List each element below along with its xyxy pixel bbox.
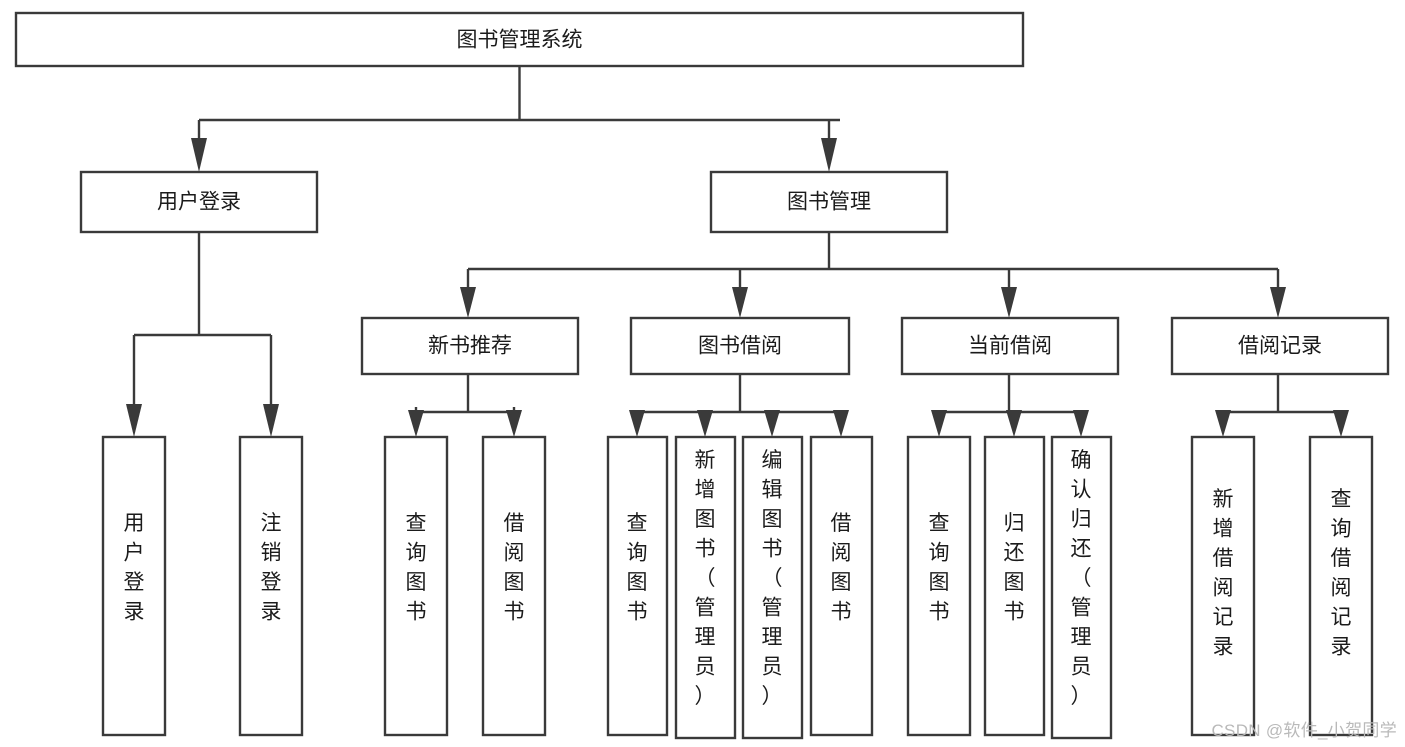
- node-current-borrow-label: 当前借阅: [968, 335, 1052, 358]
- node-new-book-recommend-label: 新书推荐: [428, 335, 512, 358]
- leaf-query-borrow-record[interactable]: 查询借阅记录: [1308, 435, 1374, 737]
- connector-layer: [126, 66, 1349, 437]
- arrow-head-book-mgmt: [821, 138, 837, 172]
- arrow-head-newbook-leaf-2: [506, 410, 522, 437]
- leaf-add-borrow-record[interactable]: 新增借阅记录: [1190, 435, 1256, 737]
- leaf-edit-book-admin-box[interactable]: [741, 435, 804, 740]
- arrow-head-leaf-user-login: [126, 404, 142, 437]
- leaf-borrow-book-newrec-label: 借阅图书: [504, 512, 525, 624]
- arrow-head-borrow-record: [1270, 287, 1286, 318]
- leaf-borrow-book-newrec[interactable]: 借阅图书: [481, 435, 547, 737]
- arrow-head-currentborrow-leaf-1: [931, 410, 947, 437]
- leaf-borrow-book-newrec-box[interactable]: [481, 435, 547, 737]
- leaf-borrow-book-box[interactable]: [809, 435, 874, 737]
- leaf-add-borrow-record-box[interactable]: [1190, 435, 1256, 737]
- arrow-head-book-borrow: [732, 287, 748, 318]
- arrow-head-current-borrow: [1001, 287, 1017, 318]
- leaf-borrow-book[interactable]: 借阅图书: [809, 435, 874, 737]
- leaf-query-book-current[interactable]: 查询图书: [906, 435, 972, 737]
- leaf-user-login-box[interactable]: [101, 435, 167, 737]
- node-borrow-record-box[interactable]: [1170, 316, 1390, 376]
- leaf-return-book-box[interactable]: [983, 435, 1046, 737]
- node-book-management-label: 图书管理: [787, 191, 871, 214]
- node-book-management-box[interactable]: [709, 170, 949, 234]
- leaf-return-book[interactable]: 归还图书: [983, 435, 1046, 737]
- node-current-borrow-box[interactable]: [900, 316, 1120, 376]
- arrow-head-currentborrow-leaf-2: [1006, 410, 1022, 437]
- arrow-head-bookborrow-leaf-2: [697, 410, 713, 437]
- node-new-book-recommend[interactable]: 新书推荐: [360, 316, 580, 376]
- leaf-query-borrow-record-label: 查询借阅记录: [1331, 488, 1352, 659]
- node-book-borrow-box[interactable]: [629, 316, 851, 376]
- arrow-head-bookborrow-leaf-3: [764, 410, 780, 437]
- arrow-head-user-login: [191, 138, 207, 172]
- node-borrow-record-label: 借阅记录: [1238, 335, 1322, 358]
- leaf-edit-book-admin-label: 编辑图书（管理员）: [762, 449, 783, 708]
- leaf-add-book-admin-box[interactable]: [674, 435, 737, 740]
- leaf-query-book-current-box[interactable]: [906, 435, 972, 737]
- leaf-user-login[interactable]: 用户登录: [101, 435, 167, 737]
- node-user-login[interactable]: 用户登录: [79, 170, 319, 234]
- arrow-head-borrowrecord-leaf-1: [1215, 410, 1231, 437]
- leaf-confirm-return-admin-label: 确认归还（管理员）: [1071, 449, 1092, 708]
- leaf-query-book-borrow-box[interactable]: [606, 435, 669, 737]
- node-book-management[interactable]: 图书管理: [709, 170, 949, 234]
- arrow-head-currentborrow-leaf-3: [1073, 410, 1089, 437]
- node-root[interactable]: 图书管理系统: [14, 11, 1025, 68]
- node-book-borrow[interactable]: 图书借阅: [629, 316, 851, 376]
- leaf-edit-book-admin[interactable]: 编辑图书（管理员）: [741, 435, 804, 740]
- arrow-head-borrowrecord-leaf-2: [1333, 410, 1349, 437]
- node-book-borrow-label: 图书借阅: [698, 335, 782, 358]
- leaf-query-book-borrow[interactable]: 查询图书: [606, 435, 669, 737]
- node-root-label: 图书管理系统: [457, 29, 583, 52]
- node-root-box[interactable]: [14, 11, 1025, 68]
- leaf-query-book-borrow-label: 查询图书: [627, 512, 648, 624]
- leaf-confirm-return-admin-box[interactable]: [1050, 435, 1113, 740]
- leaf-query-book-current-label: 查询图书: [929, 512, 950, 624]
- arrow-head-bookborrow-leaf-4: [833, 410, 849, 437]
- arrow-head-newbook-leaf-1: [408, 410, 424, 437]
- arrow-head-new-book-rec: [460, 287, 476, 318]
- leaf-borrow-book-label: 借阅图书: [831, 512, 852, 624]
- node-user-login-box[interactable]: [79, 170, 319, 234]
- leaf-query-book-newrec[interactable]: 查询图书: [383, 435, 449, 737]
- node-current-borrow[interactable]: 当前借阅: [900, 316, 1120, 376]
- arrow-head-bookborrow-leaf-1: [629, 410, 645, 437]
- leaf-query-borrow-record-box[interactable]: [1308, 435, 1374, 737]
- leaf-logout[interactable]: 注销登录: [238, 435, 304, 737]
- leaf-user-login-label: 用户登录: [124, 512, 145, 624]
- arrow-head-leaf-logout: [263, 404, 279, 437]
- node-new-book-recommend-box[interactable]: [360, 316, 580, 376]
- leaf-confirm-return-admin[interactable]: 确认归还（管理员）: [1050, 435, 1113, 740]
- leaf-logout-label: 注销登录: [261, 512, 282, 624]
- leaf-logout-box[interactable]: [238, 435, 304, 737]
- leaf-query-book-newrec-box[interactable]: [383, 435, 449, 737]
- node-user-login-label: 用户登录: [157, 191, 241, 214]
- node-borrow-record[interactable]: 借阅记录: [1170, 316, 1390, 376]
- leaf-return-book-label: 归还图书: [1004, 512, 1025, 624]
- leaf-add-borrow-record-label: 新增借阅记录: [1213, 488, 1234, 659]
- leaf-add-book-admin[interactable]: 新增图书（管理员）: [674, 435, 737, 740]
- leaf-add-book-admin-label: 新增图书（管理员）: [695, 449, 716, 708]
- leaf-query-book-newrec-label: 查询图书: [406, 512, 427, 624]
